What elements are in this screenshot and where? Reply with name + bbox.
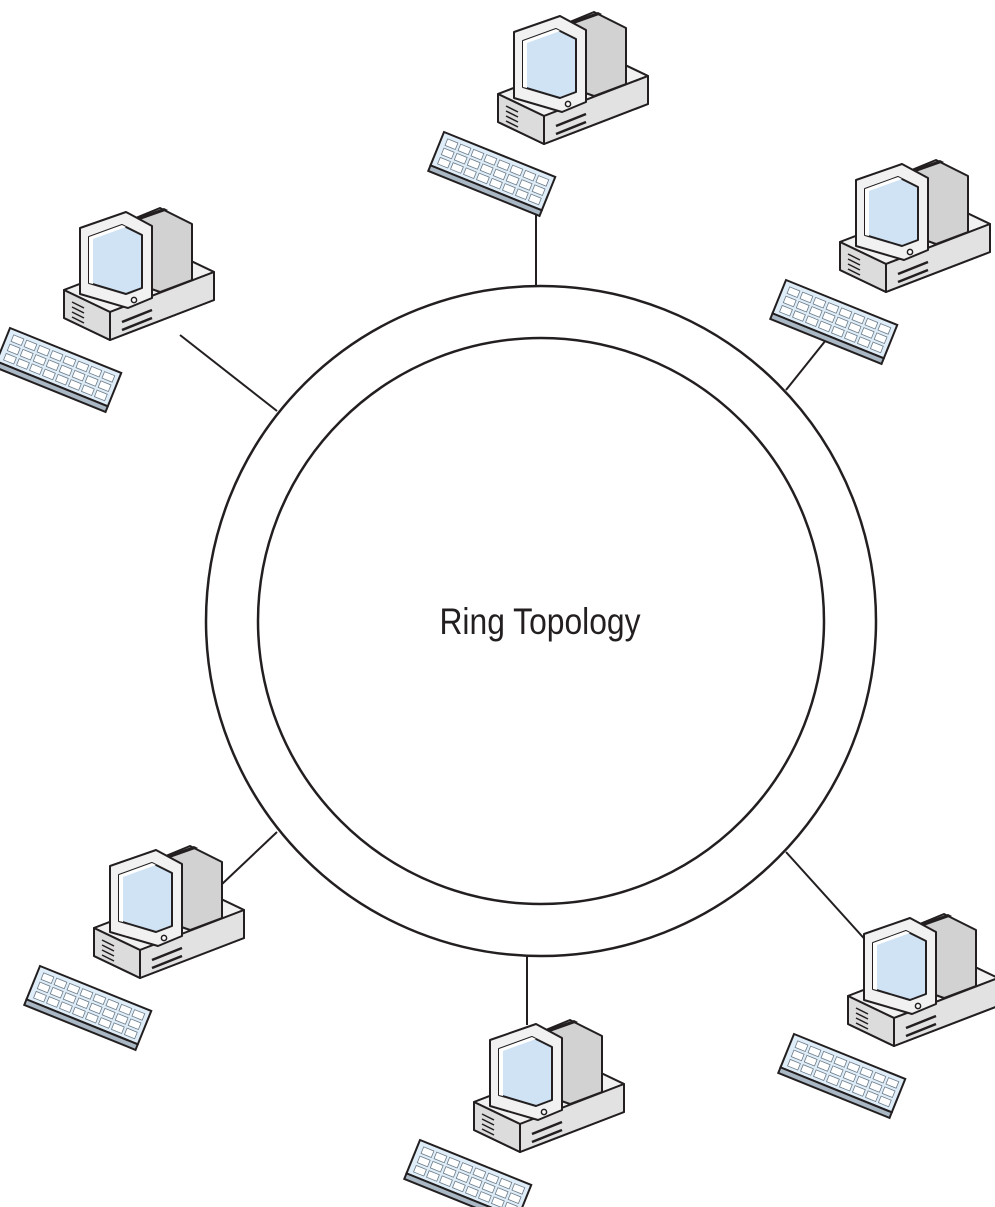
computer-lower-right-icon — [777, 912, 995, 1120]
link-lower-left — [220, 831, 278, 886]
computer-upper-left-icon — [0, 206, 216, 414]
ring-inner — [256, 336, 826, 906]
link-upper-right — [785, 334, 831, 391]
computer-upper-right-icon — [769, 158, 992, 366]
link-upper-left — [179, 334, 278, 412]
computer-top-icon — [427, 10, 650, 218]
link-lower-right — [785, 851, 871, 946]
ring-topology-label: Ring Topology — [439, 601, 641, 642]
computer-bottom-icon — [403, 1018, 626, 1207]
computer-lower-left-icon — [23, 844, 246, 1052]
ring-outer — [204, 284, 878, 958]
